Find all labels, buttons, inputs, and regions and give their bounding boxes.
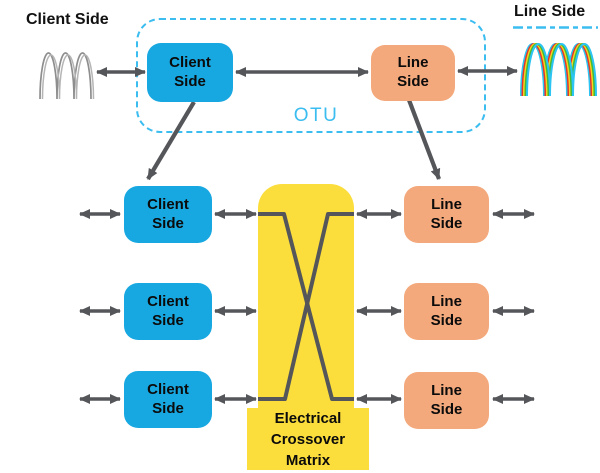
line-side-title: Line Side [514, 3, 586, 20]
line-side-card-2: Line Side [404, 283, 489, 340]
line-side-card-1: Line Side [404, 186, 489, 243]
crossover-traces [258, 212, 354, 401]
otu-label: OTU [293, 105, 339, 126]
client-side-card-1: Client Side [124, 186, 212, 243]
client-side-card-3: Client Side [124, 371, 212, 428]
line-signal-waveform-icon [520, 43, 597, 97]
client-side-title: Client Side [26, 11, 109, 28]
line-side-card-3: Line Side [404, 372, 489, 429]
otu-line-side-box: Line Side [371, 45, 455, 101]
electrical-crossover-matrix-label-box: Electrical Crossover Matrix [247, 408, 369, 470]
otu-client-side-box: Client Side [147, 43, 233, 102]
electrical-crossover-matrix-label: Electrical Crossover Matrix [270, 409, 346, 469]
otu-to-client-card-arrow [146, 100, 196, 181]
otu-to-line-card-arrow [407, 99, 441, 180]
client-side-card-2: Client Side [124, 283, 212, 340]
client-signal-waveform-icon [39, 52, 95, 100]
